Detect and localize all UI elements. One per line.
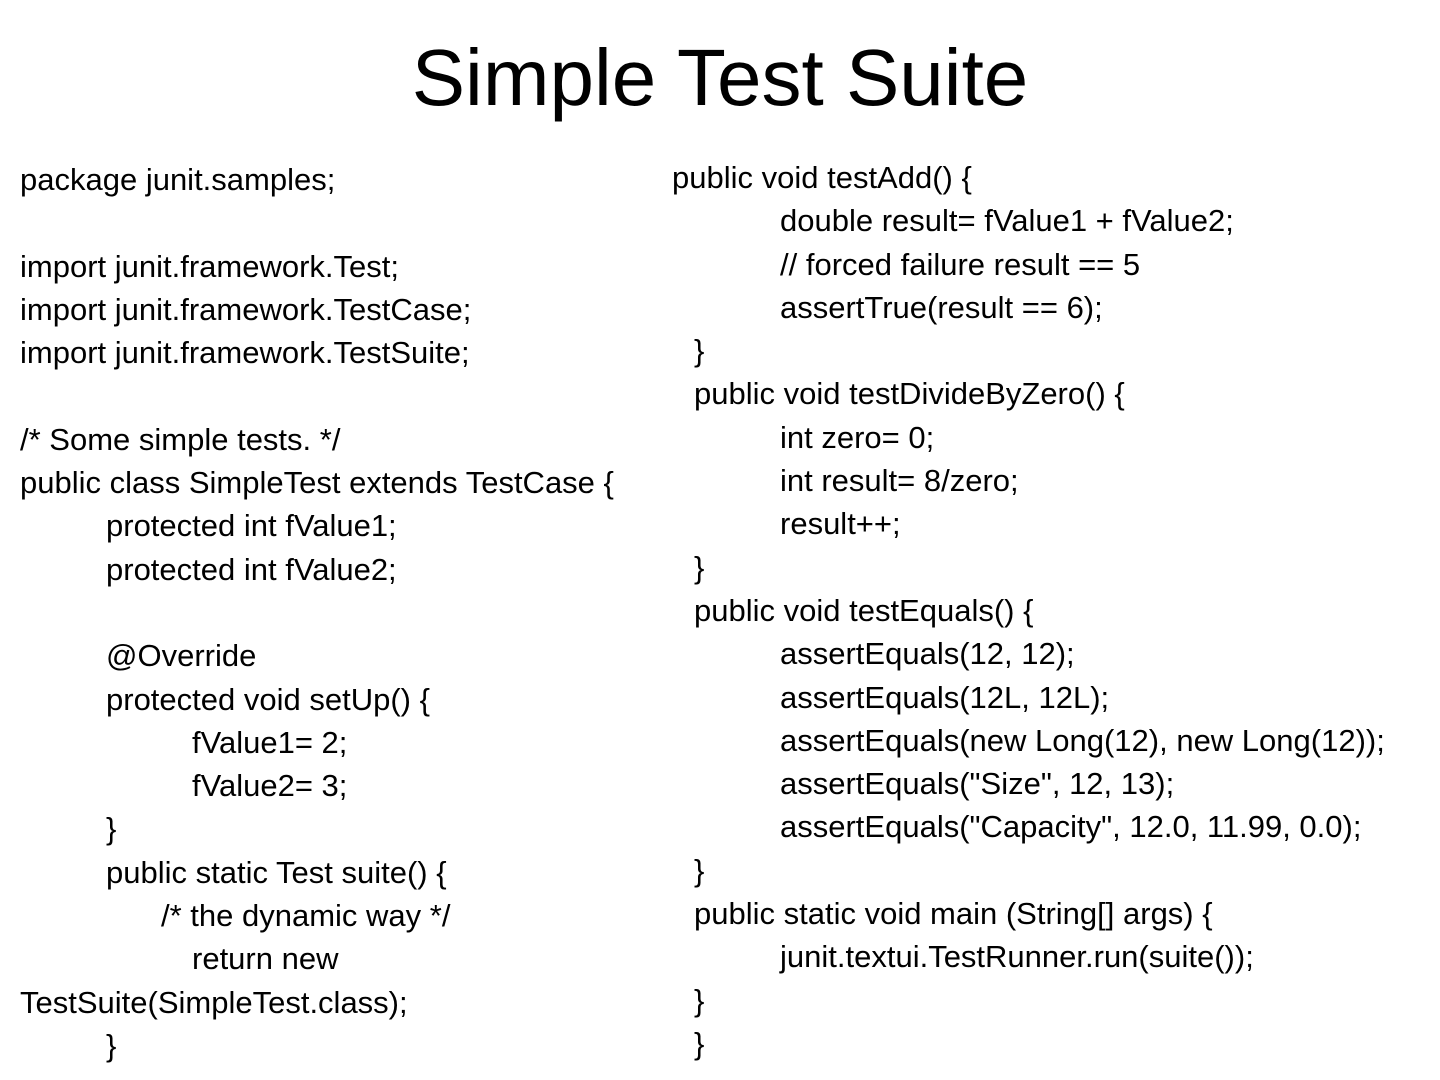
code-line: protected void setUp() { xyxy=(106,681,430,717)
code-line: protected int fValue2; xyxy=(106,551,397,587)
code-line xyxy=(20,374,720,417)
code-line: /* Some simple tests. */ xyxy=(20,421,341,457)
code-line: } xyxy=(694,1025,705,1061)
code-line: protected int fValue1; xyxy=(106,508,397,544)
code-line: public static void main (String[] args) … xyxy=(694,896,1213,932)
slide-title: Simple Test Suite xyxy=(411,33,1029,122)
code-line xyxy=(20,591,720,634)
code-line: assertEquals(12L, 12L); xyxy=(780,679,1110,715)
code-line: import junit.framework.TestSuite; xyxy=(20,335,470,371)
code-line: // forced failure result == 5 xyxy=(780,246,1141,282)
code-line: assertEquals("Capacity", 12.0, 11.99, 0.… xyxy=(780,809,1362,845)
code-line: return new xyxy=(192,941,339,977)
right-code-column: public void testAdd() { double result= fV… xyxy=(672,156,1440,1065)
code-line: junit.textui.TestRunner.run(suite()); xyxy=(780,939,1254,975)
code-line: public void testDivideByZero() { xyxy=(694,376,1125,412)
code-line: assertTrue(result == 6); xyxy=(780,289,1103,325)
code-line: int result= 8/zero; xyxy=(780,463,1019,499)
code-line: public void testEquals() { xyxy=(694,592,1034,628)
code-line: fValue2= 3; xyxy=(192,768,348,804)
code-line: } xyxy=(106,1027,117,1063)
code-line xyxy=(20,201,720,244)
code-line: package junit.samples; xyxy=(20,162,336,197)
code-line: public void testAdd() { xyxy=(672,160,972,195)
left-code-column: package junit.samples; import junit.frame… xyxy=(20,158,720,1067)
code-line: } xyxy=(694,982,705,1018)
code-line: double result= fValue1 + fValue2; xyxy=(780,203,1234,239)
code-line: /* the dynamic way */ xyxy=(161,898,451,934)
code-line: public class SimpleTest extends TestCase… xyxy=(20,465,614,501)
code-line: int zero= 0; xyxy=(780,419,935,455)
code-line: @Override xyxy=(106,638,257,674)
code-line: fValue1= 2; xyxy=(192,724,348,760)
code-line: } xyxy=(694,852,705,888)
code-line: TestSuite(SimpleTest.class); xyxy=(20,984,408,1020)
code-line: import junit.framework.TestCase; xyxy=(20,291,472,327)
code-line: assertEquals("Size", 12, 13); xyxy=(780,766,1175,802)
code-line: assertEquals(new Long(12), new Long(12))… xyxy=(780,722,1385,758)
code-line: assertEquals(12, 12); xyxy=(780,636,1075,672)
code-line: result++; xyxy=(780,506,901,542)
code-line: } xyxy=(106,811,117,847)
code-line: } xyxy=(694,549,705,585)
code-line: public static Test suite() { xyxy=(106,854,447,890)
code-line: } xyxy=(694,333,705,369)
code-line: import junit.framework.Test; xyxy=(20,248,399,284)
